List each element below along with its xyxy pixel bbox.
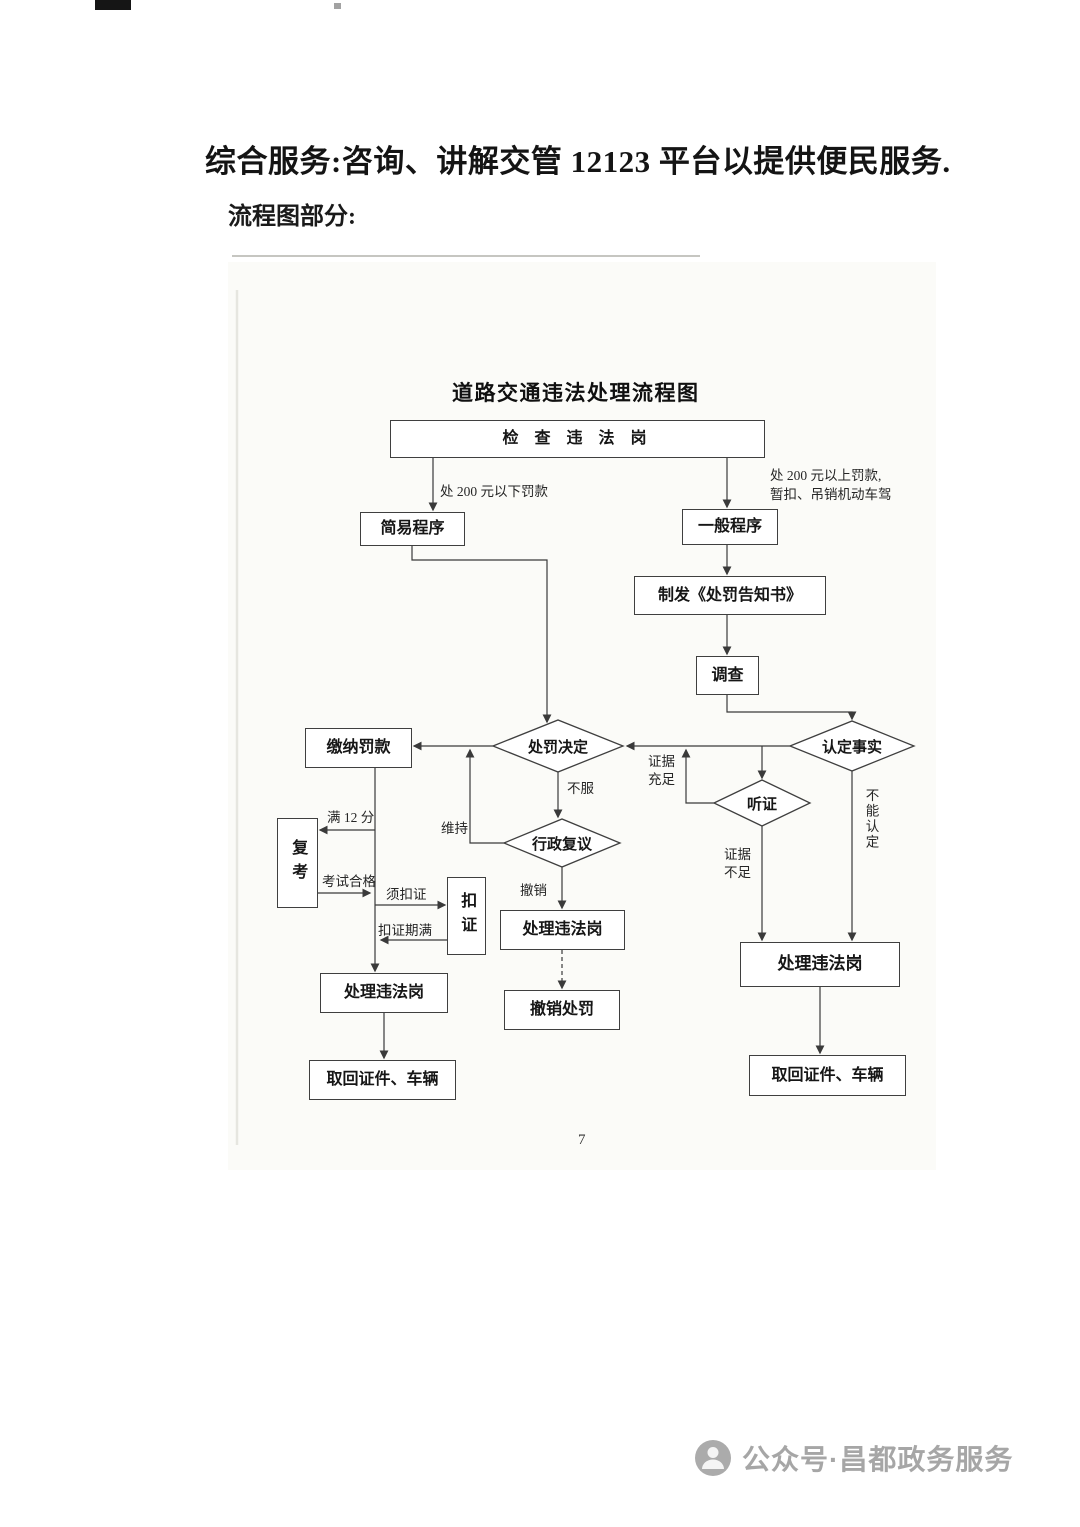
watermark-text: 公众号·昌都政务服务	[742, 1444, 1014, 1475]
edge-label-fine-over-200-line1: 处 200 元以上罚款,	[770, 468, 882, 483]
edge-label-evidence-sufficient: 证据充足	[648, 754, 675, 787]
diamond-label-admin-review: 行政复议	[531, 836, 592, 853]
flowchart-title: 道路交通违法处理流程图	[452, 381, 700, 405]
edge-label-points-12: 满 12 分	[327, 810, 375, 825]
page-number: 7	[578, 1132, 586, 1148]
edge-label-fine-over-200-line2: 暂扣、吊销机动车驾	[770, 487, 892, 502]
edge-label-withhold-expired: 扣证期满	[378, 923, 432, 938]
edge-label-evidence-insufficient: 证据不足	[724, 847, 751, 880]
diamond-label-hearing: 听证	[746, 796, 777, 813]
edge-label-cannot-confirm: 不能认定	[863, 788, 879, 850]
node-retrieve-right: 取回证件、车辆	[749, 1055, 906, 1096]
node-retrieve-left: 取回证件、车辆	[309, 1060, 456, 1100]
diamond-confirm-facts	[788, 720, 916, 772]
node-pay-fine: 缴纳罚款	[305, 728, 412, 768]
node-license-withhold: 扣证	[447, 877, 486, 955]
node-general-procedure: 一般程序	[682, 509, 778, 545]
diamond-admin-review	[502, 818, 622, 868]
diamond-penalty-decision	[491, 719, 625, 773]
section-label: 流程图部分:	[228, 204, 356, 230]
node-simple-procedure: 简易程序	[360, 512, 465, 546]
edge-label-withhold-required: 须扣证	[386, 887, 427, 902]
node-penalty-notice: 制发《处罚告知书》	[634, 576, 826, 615]
node-retest: 复考	[277, 818, 318, 908]
edge-label-maintain: 维持	[441, 821, 468, 836]
edge-label-exam-passed: 考试合格	[322, 874, 376, 889]
official-account-logo-icon	[694, 1439, 732, 1477]
node-investigation: 调查	[696, 656, 759, 695]
connector-arrows	[318, 458, 857, 1060]
diamond-label-confirm-facts: 认定事实	[821, 739, 882, 756]
scan-artifact-mark	[95, 0, 131, 10]
node-handle-post-left: 处理违法岗	[320, 973, 448, 1013]
watermark: 公众号·昌都政务服务	[694, 1438, 1013, 1478]
diamond-hearing	[712, 779, 812, 827]
node-revoke-penalty: 撤销处罚	[504, 990, 620, 1030]
edge-label-dissent: 不服	[567, 781, 594, 796]
page-heading: 综合服务:咨询、讲解交管 12123 平台以提供便民服务.	[205, 144, 951, 179]
node-handle-post-right: 处理违法岗	[740, 942, 900, 987]
scan-artifact-dot	[334, 3, 341, 9]
edge-label-revoke: 撤销	[520, 883, 547, 898]
node-handle-post-mid: 处理违法岗	[500, 910, 625, 950]
diamond-label-penalty-decision: 处罚决定	[527, 739, 588, 756]
node-inspection-post: 检 查 违 法 岗	[390, 420, 765, 458]
edge-label-fine-under-200: 处 200 元以下罚款	[440, 484, 548, 499]
